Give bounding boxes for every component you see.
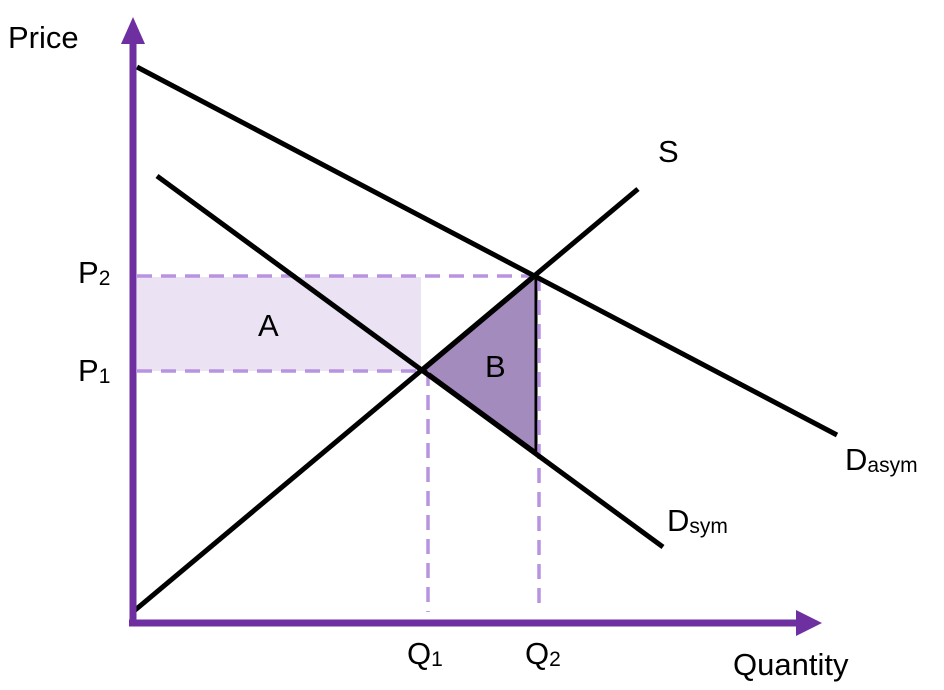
- supply-curve: [132, 187, 640, 613]
- region-a-shade: [137, 277, 422, 371]
- p2-label: P2: [78, 255, 110, 290]
- y-axis-label: Price: [8, 20, 79, 55]
- demand-sym-curve: [155, 173, 665, 550]
- region-b-shade: [422, 274, 538, 454]
- region-b-label: B: [485, 349, 506, 384]
- x-axis-arrow-icon: [796, 610, 822, 636]
- p1-label: P1: [78, 353, 110, 388]
- q1-label: Q1: [407, 636, 443, 671]
- x-axis-label: Quantity: [733, 647, 849, 682]
- y-axis-arrow-icon: [121, 17, 145, 44]
- supply-label: S: [658, 134, 679, 169]
- demand-asym-label: Dasym: [845, 442, 918, 477]
- demand-asym-curve: [135, 64, 839, 438]
- demand-sym-label: Dsym: [667, 503, 728, 538]
- region-a-label: A: [258, 308, 279, 343]
- q2-label: Q2: [525, 636, 561, 671]
